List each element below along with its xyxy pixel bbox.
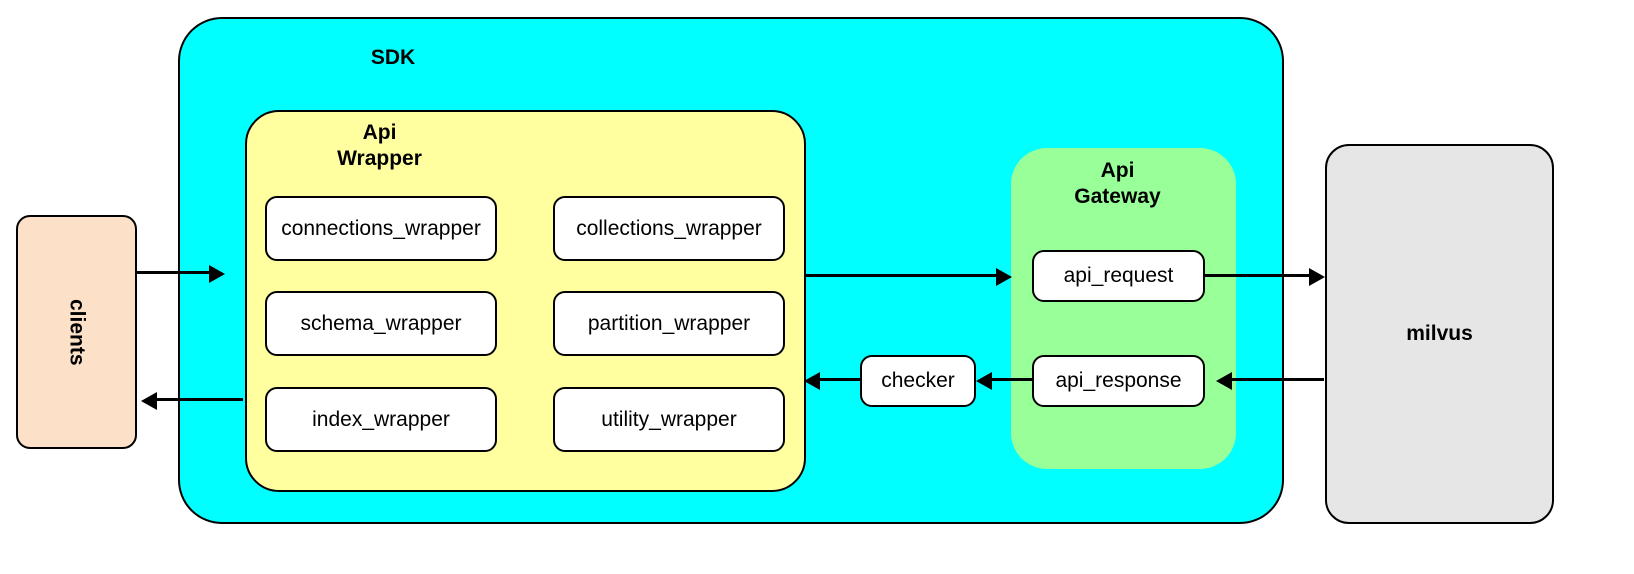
arrowhead-left-icon bbox=[976, 372, 992, 390]
node-partition-wrapper[interactable]: partition_wrapper bbox=[553, 291, 785, 356]
node-utility-wrapper[interactable]: utility_wrapper bbox=[553, 387, 785, 452]
milvus-node[interactable]: milvus bbox=[1325, 144, 1554, 524]
node-label: connections_wrapper bbox=[281, 216, 481, 240]
sdk-title: SDK bbox=[370, 46, 416, 69]
node-label: utility_wrapper bbox=[601, 407, 737, 431]
node-connections-wrapper[interactable]: connections_wrapper bbox=[265, 196, 497, 261]
clients-label: clients bbox=[65, 298, 89, 366]
clients-node[interactable]: clients bbox=[16, 215, 137, 449]
arrowhead-right-icon bbox=[996, 268, 1012, 286]
connector-clients-to-sdk bbox=[137, 271, 215, 274]
connector-request-to-milvus bbox=[1205, 274, 1315, 277]
node-collections-wrapper[interactable]: collections_wrapper bbox=[553, 196, 785, 261]
arrowhead-right-icon bbox=[1309, 268, 1325, 286]
node-api-request[interactable]: api_request bbox=[1032, 250, 1205, 302]
node-label: schema_wrapper bbox=[300, 311, 462, 335]
milvus-label: milvus bbox=[1406, 322, 1473, 345]
node-schema-wrapper[interactable]: schema_wrapper bbox=[265, 291, 497, 356]
node-label: checker bbox=[881, 369, 955, 392]
node-index-wrapper[interactable]: index_wrapper bbox=[265, 387, 497, 452]
node-label: api_request bbox=[1063, 264, 1174, 287]
connector-wrapper-to-gateway bbox=[806, 274, 1002, 277]
arrowhead-right-icon bbox=[209, 265, 225, 283]
connector-response-to-checker bbox=[988, 378, 1034, 381]
arrowhead-left-icon bbox=[1216, 372, 1232, 390]
node-api-response[interactable]: api_response bbox=[1032, 355, 1205, 407]
node-label: collections_wrapper bbox=[576, 216, 762, 240]
arrowhead-left-icon bbox=[804, 372, 820, 390]
connector-sdk-to-clients bbox=[155, 398, 243, 401]
node-checker[interactable]: checker bbox=[860, 355, 976, 407]
api-gateway-container[interactable]: Api Gateway bbox=[1011, 148, 1236, 469]
node-label: index_wrapper bbox=[312, 407, 450, 431]
node-label: api_response bbox=[1055, 369, 1182, 392]
api-gateway-title: Api Gateway bbox=[1074, 159, 1161, 208]
connector-milvus-to-response bbox=[1232, 378, 1324, 381]
connector-checker-to-wrapper bbox=[818, 378, 862, 381]
api-wrapper-title: Api Wrapper bbox=[337, 121, 422, 170]
node-label: partition_wrapper bbox=[587, 311, 751, 335]
arrowhead-left-icon bbox=[141, 392, 157, 410]
